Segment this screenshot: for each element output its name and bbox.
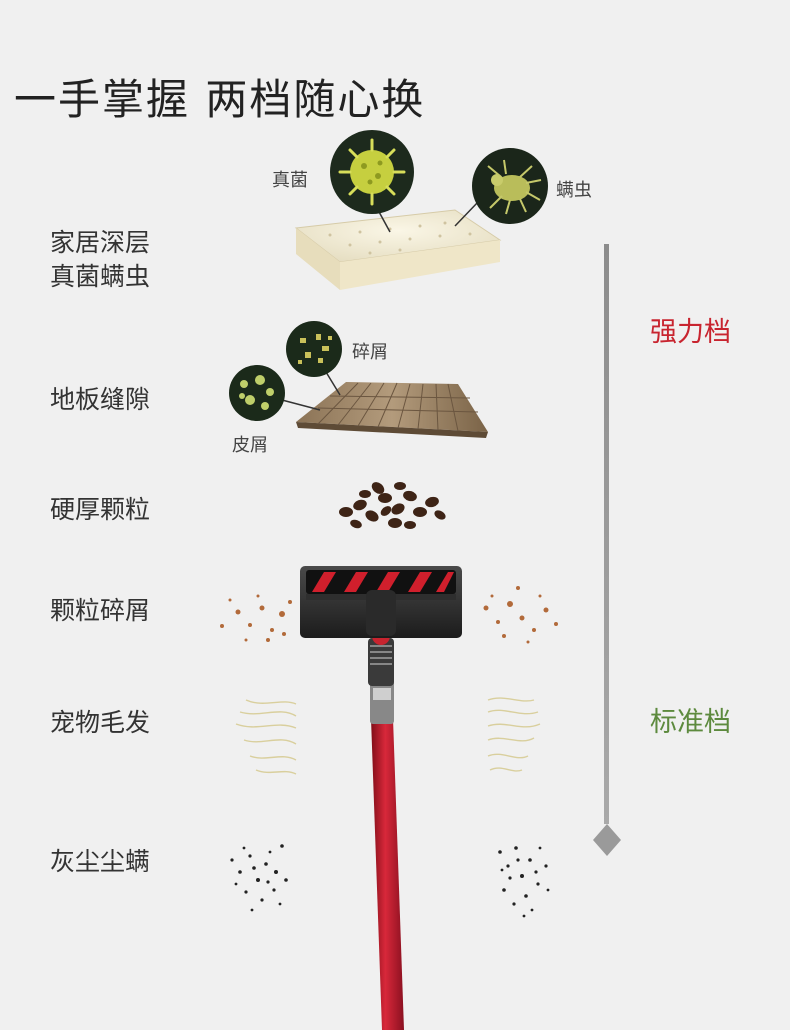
- particles-right: [483, 586, 558, 644]
- vacuum-wand: [368, 627, 404, 1030]
- callout-fungus: 真菌: [272, 170, 308, 191]
- mode-standard-label: 标准档: [650, 707, 731, 738]
- callout-mite: 螨虫: [556, 180, 592, 201]
- dust-right: [498, 846, 550, 918]
- row-label-line: 家居深层: [50, 228, 151, 257]
- row-label-dust-mites: 灰尘尘螨: [50, 847, 151, 876]
- row-label-floor-gaps: 地板缝隙: [50, 385, 151, 414]
- debris-bubble: [286, 321, 342, 396]
- pet-hair-right: [487, 697, 541, 772]
- row-label-pet-hair: 宠物毛发: [50, 708, 151, 737]
- row-label-hard-particles: 硬厚颗粒: [50, 495, 151, 524]
- skin-flakes-bubble: [229, 365, 321, 421]
- vacuum-head: [300, 566, 462, 638]
- mite-bubble: [454, 148, 548, 227]
- page-title: 一手掌握 两档随心换: [14, 75, 426, 125]
- mattress-illustration: [294, 209, 502, 290]
- dust-left: [230, 844, 288, 912]
- row-label-deep-home: 家居深层 真菌螨虫: [50, 226, 150, 294]
- callout-skin: 皮屑: [232, 435, 268, 456]
- row-label-particle-debris: 颗粒碎屑: [50, 596, 151, 625]
- fungus-bubble: [330, 130, 414, 233]
- callout-debris: 碎屑: [352, 342, 388, 363]
- row-label-line: 真菌螨虫: [50, 262, 151, 291]
- mode-strong-label: 强力档: [650, 317, 731, 348]
- pet-hair-left: [235, 699, 297, 775]
- mode-arrow: [593, 244, 621, 856]
- particles-left: [220, 594, 292, 642]
- coffee-beans-illustration: [339, 482, 446, 529]
- wood-floor-illustration: [296, 382, 488, 438]
